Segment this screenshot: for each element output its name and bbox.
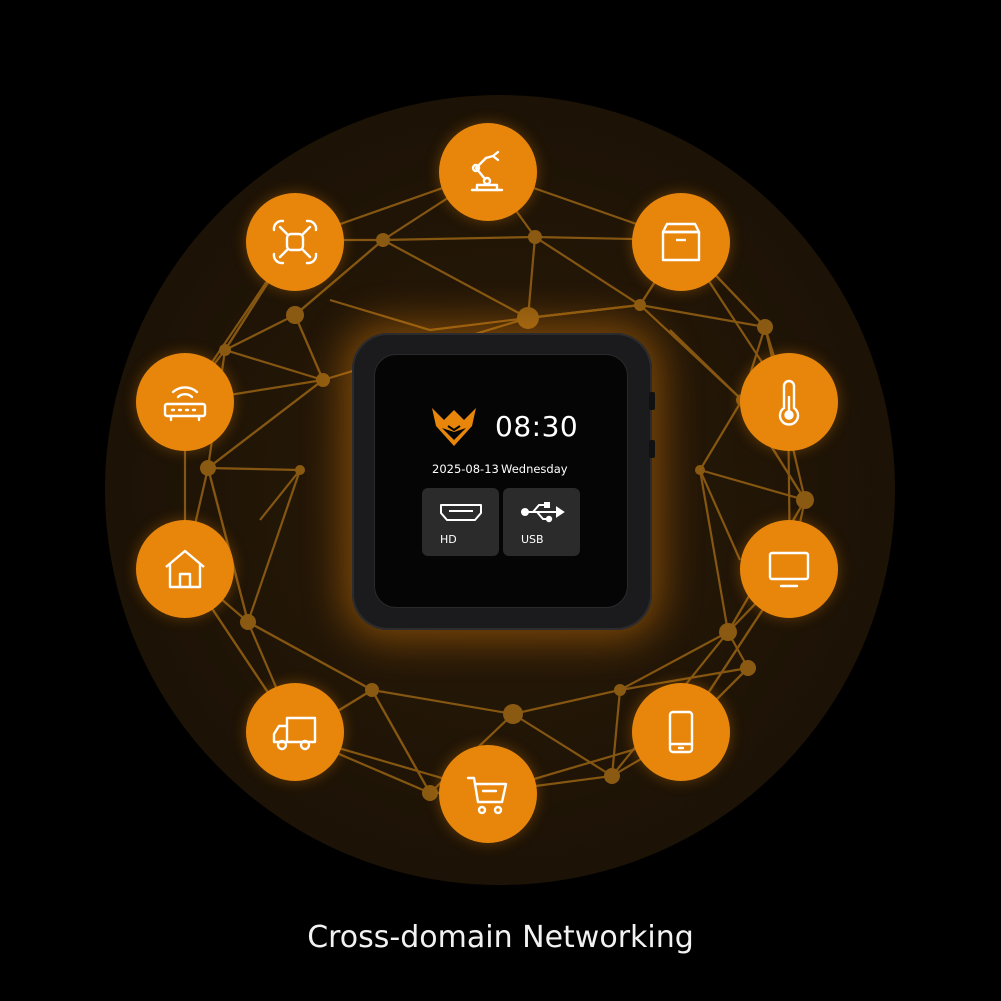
caption-title: Cross-domain Networking	[307, 920, 694, 955]
drone-node	[246, 193, 344, 291]
side-button-bottom[interactable]	[649, 440, 655, 458]
shopping-cart-node	[439, 745, 537, 843]
drone-icon	[272, 219, 318, 265]
fox-logo-icon	[432, 408, 476, 446]
clock-day: Wednesday	[501, 462, 568, 476]
robot-arm-node	[439, 123, 537, 221]
side-button-top[interactable]	[649, 392, 655, 410]
delivery-truck-icon	[272, 716, 317, 751]
smartphone-icon	[668, 710, 694, 754]
usb-tile-label: USB	[521, 533, 544, 546]
hd-tile-label: HD	[440, 533, 457, 546]
package-box-node	[632, 193, 730, 291]
usb-icon	[521, 502, 565, 523]
device-screen	[374, 354, 628, 608]
home-icon	[165, 549, 205, 589]
shopping-cart-icon	[466, 776, 508, 815]
smartphone-node	[632, 683, 730, 781]
monitor-icon	[768, 551, 810, 588]
hdmi-port-icon	[440, 504, 482, 521]
router-icon	[163, 386, 207, 422]
router-node	[136, 353, 234, 451]
monitor-node	[740, 520, 838, 618]
robot-arm-icon	[470, 150, 504, 192]
usb-tile[interactable]: USB	[503, 488, 580, 556]
thermometer-node	[740, 353, 838, 451]
home-node	[136, 520, 234, 618]
clock-date: 2025-08-13	[432, 462, 499, 476]
delivery-truck-node	[246, 683, 344, 781]
thermometer-icon	[778, 379, 800, 426]
hd-tile[interactable]: HD	[422, 488, 499, 556]
package-box-icon	[661, 222, 701, 262]
clock-time: 08:30	[495, 410, 579, 443]
